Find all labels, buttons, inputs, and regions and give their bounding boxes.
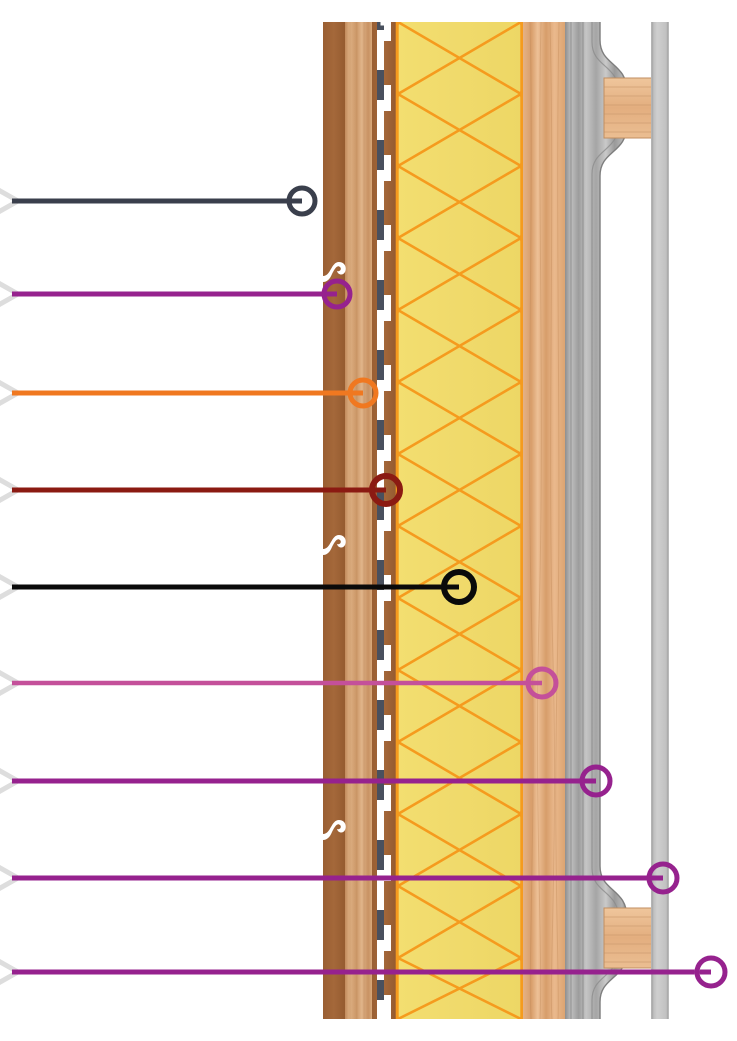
callout-substrate-board[interactable]	[12, 377, 379, 409]
layer-outer-rail	[651, 22, 669, 1019]
callout-timber-stud[interactable]	[12, 666, 559, 700]
break-symbol-upper	[323, 262, 346, 282]
break-symbol-lower	[323, 820, 346, 840]
layer-substrate-board	[345, 22, 372, 1019]
dashed-membrane-line	[377, 18, 391, 1023]
batten-grain-bottom	[604, 916, 652, 963]
layer-profiled-metal-sheet	[565, 22, 628, 1019]
timber-batten-top	[603, 77, 653, 139]
callout-insulation[interactable]	[12, 569, 477, 605]
callout-metal-sheet[interactable]	[12, 764, 613, 798]
callout-timber-batten[interactable]	[12, 861, 680, 895]
substrate-grain-lines	[349, 22, 370, 1019]
timber-batten-bottom	[603, 907, 653, 969]
wall-assembly	[323, 18, 669, 1023]
layer-exterior-render	[323, 22, 345, 1019]
callout-exterior-finish[interactable]	[12, 185, 318, 217]
stud-grain-lines	[529, 21, 560, 1020]
callout-vapour-membrane[interactable]	[12, 473, 403, 507]
layer-mineral-wool-insulation	[395, 22, 524, 1019]
batten-grain-top	[604, 86, 652, 133]
callout-leaders	[12, 185, 728, 989]
break-symbols	[323, 262, 346, 840]
break-symbol-middle	[323, 535, 346, 555]
layer-timber-stud	[523, 21, 565, 1020]
callout-support-rail[interactable]	[12, 955, 728, 989]
callout-render-coat[interactable]	[12, 278, 353, 310]
